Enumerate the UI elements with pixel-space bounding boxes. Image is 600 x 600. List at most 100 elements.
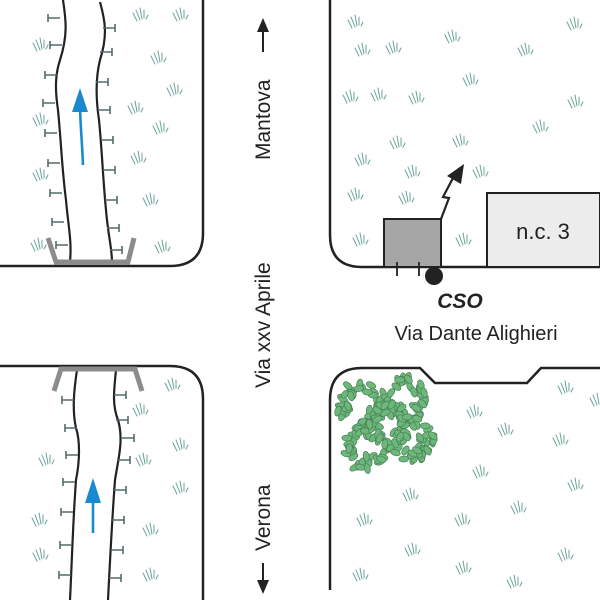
grass-tuft-icon xyxy=(352,232,369,247)
leaf xyxy=(411,404,422,412)
grass-tuft-icon xyxy=(347,187,364,202)
grass-tuft-icon xyxy=(32,547,49,562)
block-southwest xyxy=(0,364,205,600)
grass-tuft-icon xyxy=(462,72,479,87)
bridge-north xyxy=(45,237,137,265)
flow-arrow-icon xyxy=(85,478,101,533)
leaf xyxy=(380,409,391,417)
grass-tuft-icon xyxy=(32,37,49,52)
main-street-label: Via xxv Aprile xyxy=(252,262,275,388)
canal-north-bank-vegetation xyxy=(42,14,123,254)
grass-tuft-icon xyxy=(455,560,472,575)
grass-tuft-icon xyxy=(497,422,514,437)
south-direction: Verona xyxy=(252,484,275,594)
grass-tuft-icon xyxy=(455,232,472,247)
canal-south-left-bank xyxy=(68,369,81,600)
grass-tuft-icon xyxy=(130,150,147,165)
grass-tuft-icon xyxy=(472,464,489,479)
south-direction-label: Verona xyxy=(252,484,275,551)
bank-shrub-icon xyxy=(62,478,75,486)
canal-north xyxy=(42,0,137,265)
flow-arrow-icon xyxy=(72,88,88,166)
grass-tuft-icon xyxy=(567,477,584,492)
leaf xyxy=(423,445,432,456)
building-nc3-label: n.c. 3 xyxy=(516,219,570,244)
circle-marker-icon[interactable] xyxy=(425,267,443,285)
grass-tuft-icon xyxy=(32,167,49,182)
grass-tuft-icon xyxy=(142,522,159,537)
bank-shrub-icon xyxy=(58,571,71,579)
leaf xyxy=(372,415,383,424)
arrow-down-icon xyxy=(257,563,269,594)
grass-tuft-icon xyxy=(166,82,183,97)
leaf xyxy=(420,387,428,398)
bank-shrub-icon xyxy=(118,456,131,464)
grass-tuft-icon xyxy=(152,120,169,135)
leaf xyxy=(415,432,424,443)
bank-shrub-icon xyxy=(49,189,62,197)
bank-shrub-icon xyxy=(65,451,78,459)
bank-shrub-icon xyxy=(109,574,122,582)
bank-shrub-icon xyxy=(47,14,60,22)
grass-tuft-icon xyxy=(389,135,406,150)
grass-tuft-icon xyxy=(356,512,373,527)
grass-tuft-icon xyxy=(532,119,549,134)
grass-tuft-icon xyxy=(31,512,48,527)
leaf xyxy=(343,381,353,390)
grass-tuft-icon xyxy=(164,377,181,392)
bank-shrub-icon xyxy=(110,246,123,254)
bank-shrub-icon xyxy=(105,196,118,204)
leaf xyxy=(334,405,342,417)
leaf xyxy=(347,390,355,402)
grass-tuft-icon xyxy=(557,547,574,562)
grass-tuft-icon xyxy=(352,567,369,582)
cso-chamber[interactable] xyxy=(383,218,442,268)
leaf xyxy=(398,455,410,463)
leaf xyxy=(401,445,410,456)
bank-shrub-icon xyxy=(122,434,135,442)
leaf xyxy=(381,438,389,450)
leaf xyxy=(375,433,384,444)
grass-tuft-icon xyxy=(127,100,144,115)
grass-tuft-icon xyxy=(142,567,159,582)
leaf xyxy=(404,374,413,384)
leaf xyxy=(396,431,404,443)
arrow-up-icon xyxy=(257,18,269,52)
grass-tuft-icon xyxy=(172,437,189,452)
bank-shrub-icon xyxy=(103,24,116,32)
bank-shrub-icon xyxy=(100,48,113,56)
leaf xyxy=(361,388,373,396)
leaf xyxy=(419,422,431,430)
grass-tuft-icon xyxy=(454,512,471,527)
leaf xyxy=(345,443,353,454)
leaf xyxy=(386,388,396,398)
grass-tuft-icon xyxy=(354,42,371,57)
grass-tuft-icon xyxy=(506,574,523,589)
grass-tuft-icon xyxy=(370,87,387,102)
grass-tuft-icon xyxy=(567,94,584,109)
block-southeast xyxy=(328,366,600,590)
building-nc3[interactable] xyxy=(486,192,600,268)
block-northwest xyxy=(0,0,205,268)
bank-shrub-icon xyxy=(112,516,125,524)
bank-shrub-icon xyxy=(98,106,111,114)
leaf xyxy=(410,386,418,398)
leaf xyxy=(401,413,413,421)
leaf xyxy=(353,385,365,393)
grass-tuft-icon xyxy=(408,90,425,105)
tree-canopy-icon xyxy=(334,371,438,474)
grass-tuft-icon xyxy=(135,452,152,467)
grass-tuft-icon xyxy=(172,480,189,495)
grass-tuft-icon xyxy=(510,500,527,515)
grass-tuft-icon xyxy=(404,542,421,557)
grass-tuft-icon xyxy=(342,89,359,104)
canal-north-left-bank xyxy=(54,0,72,263)
grass-tuft-icon xyxy=(132,7,149,22)
grass-tuft-icon xyxy=(142,192,159,207)
bank-shrub-icon xyxy=(44,129,57,137)
grass-tuft-icon xyxy=(472,164,489,179)
bank-shrub-icon xyxy=(114,486,127,494)
canal-south-right-bank xyxy=(106,369,122,600)
grass-tuft-icon xyxy=(517,42,534,57)
